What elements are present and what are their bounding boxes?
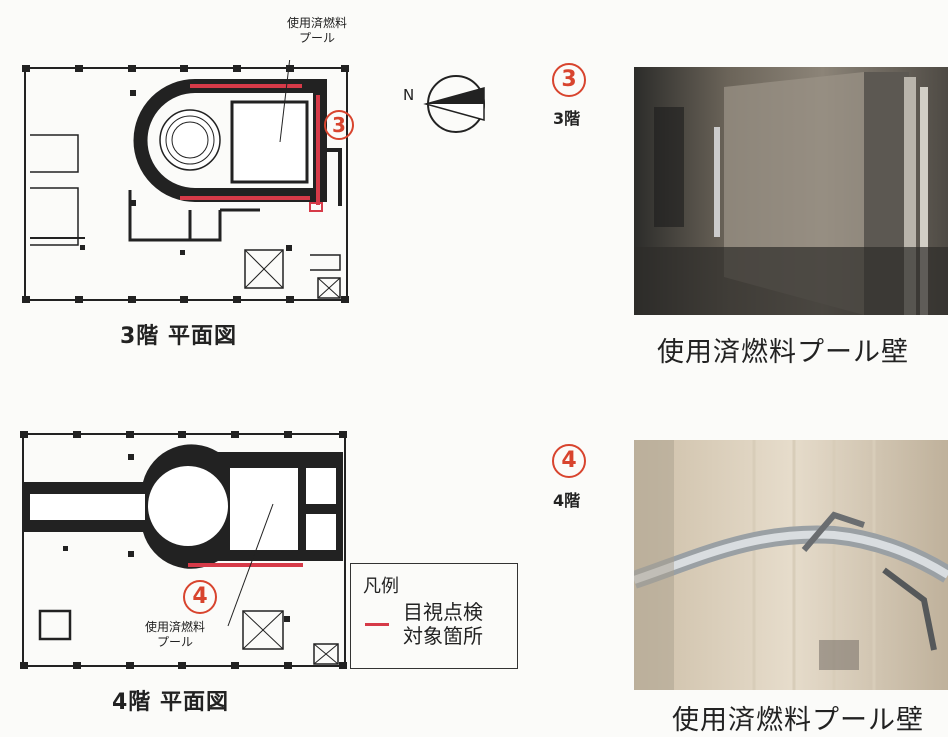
plan-4f-caption: 4階 平面図 [112, 690, 229, 715]
legend-item-line1: 目視点検 [403, 600, 483, 624]
legend-title: 凡例 [363, 576, 399, 597]
photo-4f-pool-wall [634, 440, 948, 690]
pool-label-3f: 使用済燃料 プール [272, 16, 362, 46]
legend-item-text: 目視点検 対象箇所 [403, 600, 483, 648]
floor-plan-4f [20, 431, 347, 669]
marker-3-plan: 3 [324, 110, 354, 140]
plan-3f-caption: 3階 平面図 [120, 324, 237, 349]
marker-4-photo: 4 [552, 444, 586, 478]
photo-3f-caption: 使用済燃料プール壁 [657, 337, 909, 368]
pool-label-4f: 使用済燃料 プール [130, 620, 220, 650]
pool-label-4f-line1: 使用済燃料 [144, 620, 205, 634]
legend-red-line-swatch [365, 623, 389, 626]
photo-4f-caption: 使用済燃料プール壁 [672, 705, 924, 736]
floor-4-label: 4階 [553, 491, 581, 510]
floor-3-label: 3階 [553, 109, 581, 128]
pool-label-4f-line2: プール [156, 635, 193, 649]
marker-3-photo: 3 [552, 63, 586, 97]
floor-plan-3f [22, 60, 349, 303]
photo-3f-pool-wall [634, 67, 948, 315]
legend-box: 凡例 目視点検 対象箇所 [350, 563, 518, 669]
pool-label-3f-line1: 使用済燃料 [286, 16, 347, 30]
legend-item-line2: 対象箇所 [403, 624, 483, 648]
pool-label-3f-line2: プール [298, 31, 335, 45]
north-label: N [403, 86, 415, 104]
marker-4-plan: 4 [183, 580, 217, 614]
north-arrow-icon [423, 75, 485, 133]
